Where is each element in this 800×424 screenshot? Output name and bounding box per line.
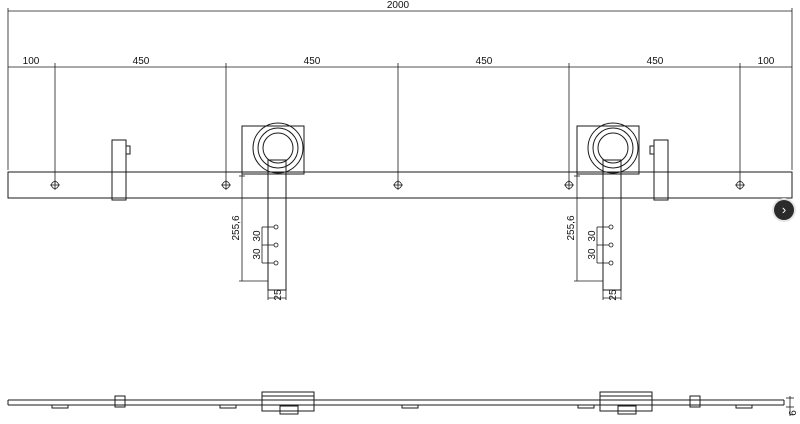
dim-hole-spacing-a-right: 30: [587, 230, 598, 242]
mounting-holes: [50, 180, 745, 190]
chevron-right-icon: ›: [781, 202, 787, 217]
dim-segment-3: 450: [304, 56, 321, 67]
mounting-hole: [221, 180, 231, 190]
dim-segment-2: 450: [133, 56, 150, 67]
roller-hanger-left: 255,6 30 30 25: [231, 122, 305, 301]
dim-segment-6: 100: [758, 56, 775, 67]
overall-dimension: 2000: [7, 0, 793, 170]
dim-profile-thickness: 6: [788, 410, 799, 416]
dim-hole-spacing-b-left: 30: [252, 248, 263, 260]
mounting-hole: [735, 180, 745, 190]
mounting-hole: [393, 180, 403, 190]
dim-segment-5: 450: [647, 56, 664, 67]
dim-hanger-height-left: 255,6: [231, 215, 242, 240]
dim-strap-width-right: 25: [608, 289, 619, 301]
dim-total-label: 2000: [387, 0, 410, 11]
dim-strap-width-left: 25: [273, 289, 284, 301]
mounting-hole: [564, 180, 574, 190]
dim-segment-1: 100: [23, 56, 40, 67]
segment-dimensions: 100 450 450 450 450 100: [8, 56, 792, 184]
dim-hole-spacing-a-left: 30: [252, 230, 263, 242]
end-stopper-right: [649, 139, 669, 201]
dim-hole-spacing-b-right: 30: [587, 248, 598, 260]
dim-hanger-height-right: 255,6: [566, 215, 577, 240]
dim-segment-4: 450: [476, 56, 493, 67]
end-stopper-left: [111, 139, 131, 201]
next-arrow-button[interactable]: ›: [774, 200, 794, 220]
rail: [7, 171, 793, 199]
profile-view: 6: [7, 391, 799, 416]
roller-hanger-right: 255,6 30 30 25: [566, 122, 640, 301]
mounting-hole: [50, 180, 60, 190]
